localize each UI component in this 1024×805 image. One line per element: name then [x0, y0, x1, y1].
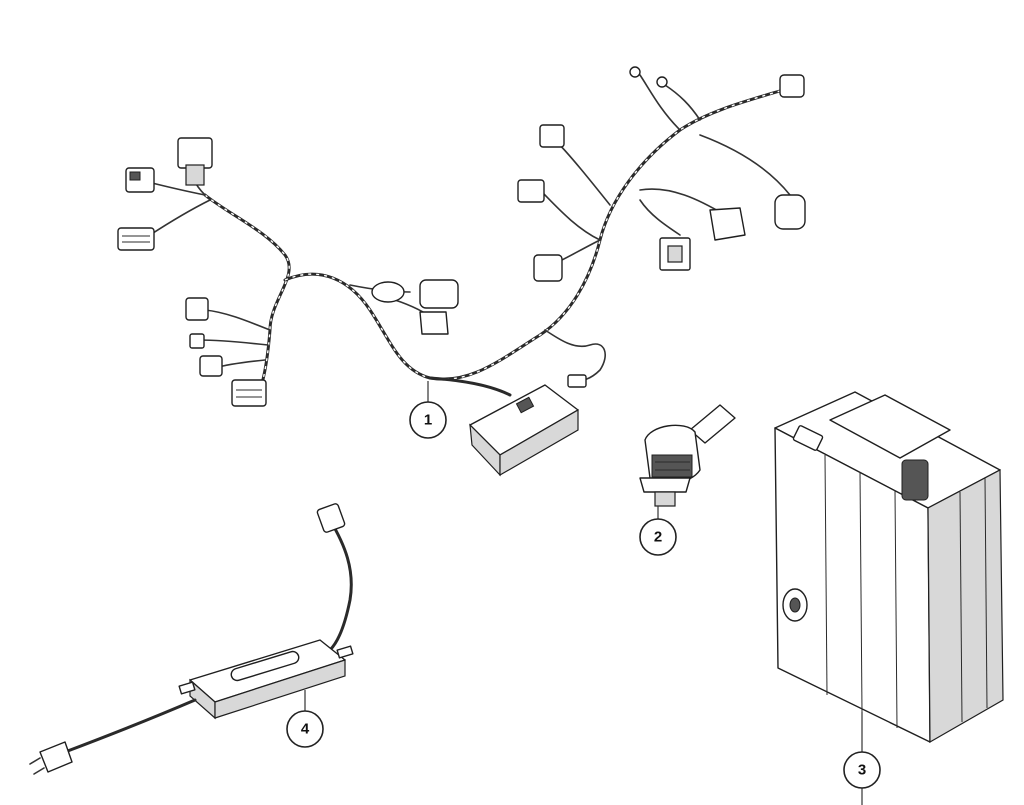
battery-charger-icon — [29, 503, 354, 775]
callout-label-3: 3 — [858, 762, 866, 779]
wiring-harness-icon — [117, 66, 806, 477]
callout-4: 4 — [286, 690, 324, 748]
callout-label-4: 4 — [301, 721, 310, 738]
callout-label-1: 1 — [424, 412, 432, 429]
callout-3: 3 — [843, 712, 881, 805]
sensor-plug-icon — [639, 404, 736, 507]
battery-icon — [774, 391, 1004, 744]
callout-label-2: 2 — [654, 529, 662, 546]
callout-2: 2 — [639, 506, 677, 556]
callout-1: 1 — [409, 381, 447, 439]
